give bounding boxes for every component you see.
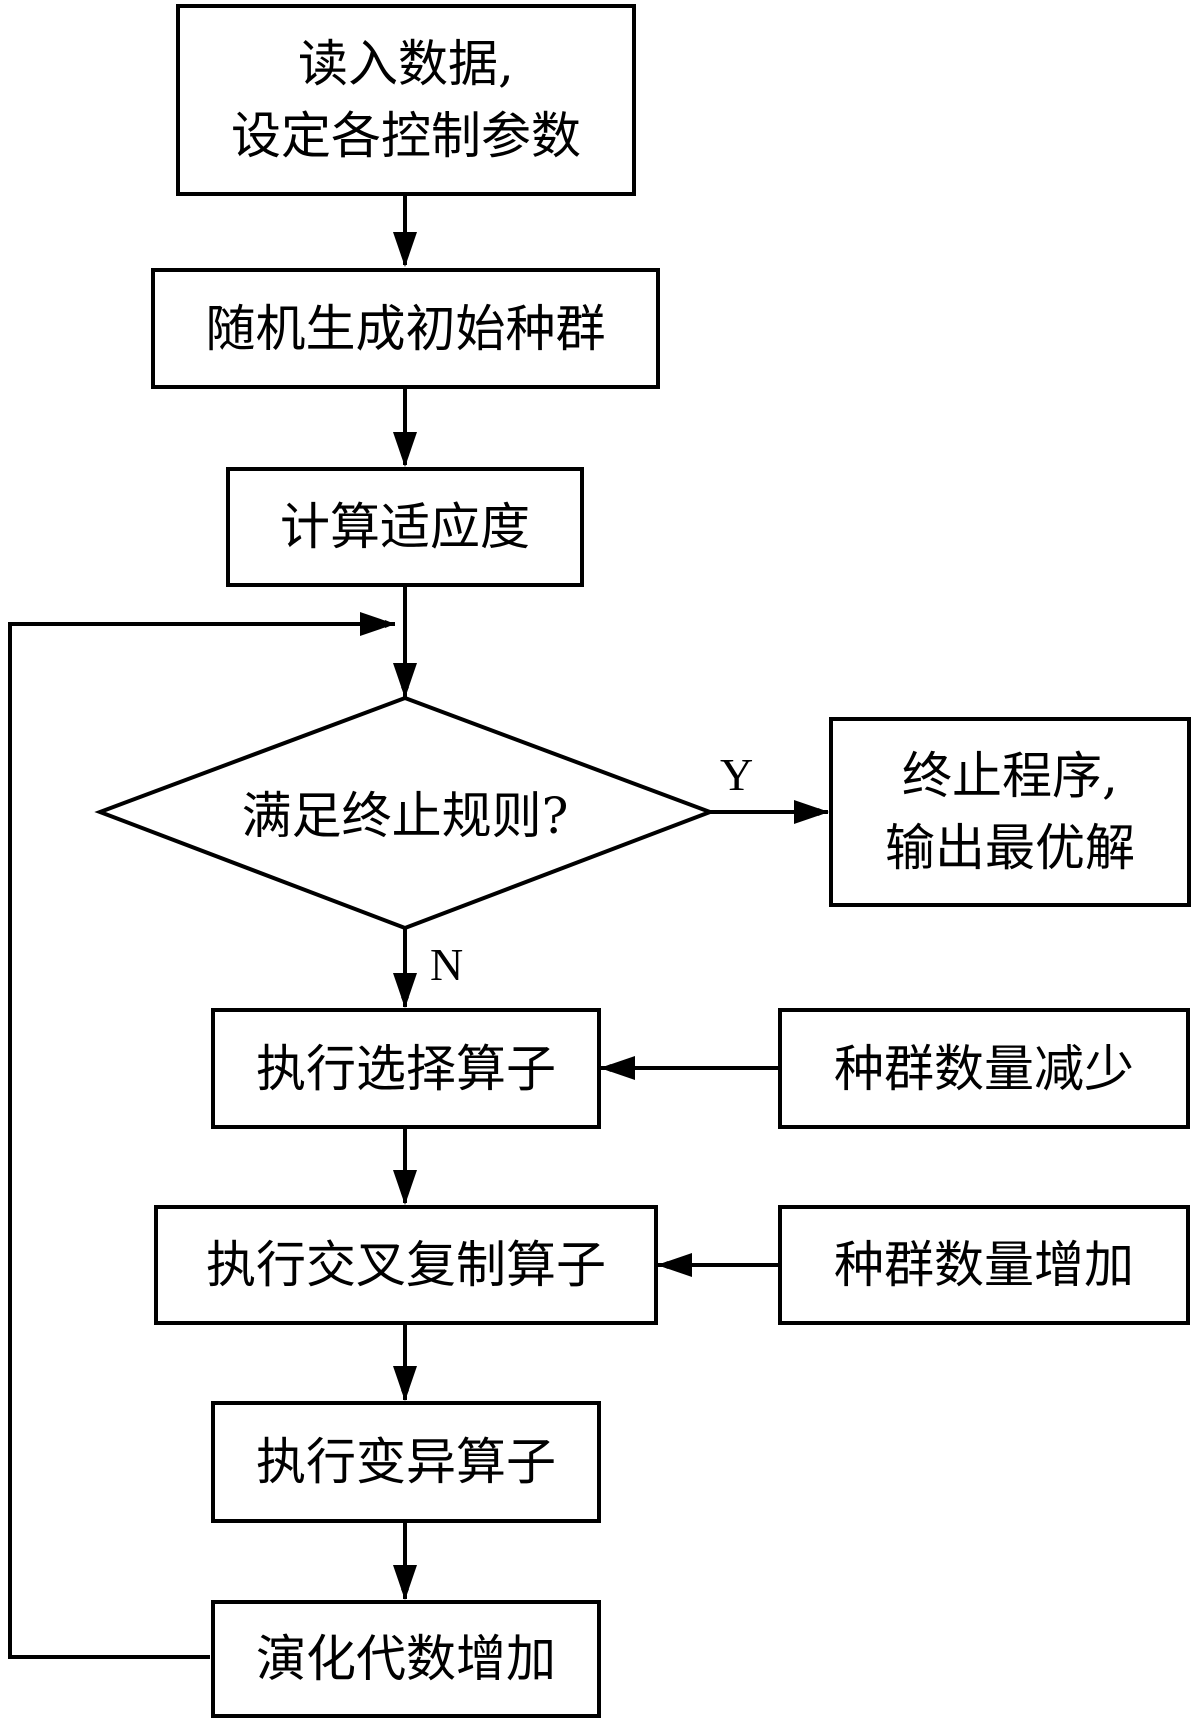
read-data-box: 读入数据, 设定各控制参数	[176, 4, 636, 196]
arrowhead-mutation-to-generation	[393, 1565, 417, 1600]
arrowhead-decision-to-selection	[393, 973, 417, 1008]
arrowhead-read-to-init	[393, 232, 417, 267]
decision-diamond	[94, 695, 716, 931]
read-data-line1: 读入数据,	[298, 35, 514, 93]
termination-check-label: 满足终止规则?	[241, 787, 569, 845]
compute-fitness-box: 计算适应度	[226, 467, 584, 587]
terminate-output-box: 终止程序, 输出最优解	[829, 717, 1191, 907]
compute-fitness-label: 计算适应度	[280, 498, 530, 556]
crossover-label: 执行交叉复制算子	[206, 1236, 606, 1294]
population-increase-label: 种群数量增加	[834, 1236, 1134, 1294]
arrowhead-increase-to-crossover	[657, 1253, 692, 1277]
arrowhead-decrease-to-selection	[600, 1056, 635, 1080]
arrowhead-init-to-fitness	[393, 432, 417, 467]
arrowhead-crossover-to-mutation	[393, 1366, 417, 1401]
mutation-box: 执行变异算子	[211, 1401, 601, 1523]
population-increase-box: 种群数量增加	[778, 1205, 1190, 1325]
population-decrease-label: 种群数量减少	[834, 1039, 1134, 1098]
init-population-box: 随机生成初始种群	[151, 268, 660, 389]
read-data-line2: 设定各控制参数	[231, 107, 581, 165]
arrowhead-selection-to-crossover	[393, 1170, 417, 1205]
arrowhead-loop-back	[360, 612, 395, 636]
init-population-label: 随机生成初始种群	[205, 299, 606, 358]
no-label: N	[430, 939, 464, 990]
terminate-output-line1: 终止程序,	[902, 747, 1118, 805]
arrowhead-decision-to-terminate	[794, 800, 829, 824]
terminate-output-line2: 输出最优解	[885, 819, 1135, 877]
crossover-box: 执行交叉复制算子	[154, 1205, 658, 1325]
selection-box: 执行选择算子	[211, 1008, 601, 1129]
generation-increment-label: 演化代数增加	[256, 1630, 556, 1688]
generation-increment-box: 演化代数增加	[211, 1600, 601, 1718]
arrowhead-fitness-to-decision	[393, 663, 417, 698]
arrowheads	[360, 232, 829, 1600]
yes-label: Y	[720, 749, 754, 800]
selection-label: 执行选择算子	[256, 1039, 556, 1098]
population-decrease-box: 种群数量减少	[778, 1008, 1190, 1129]
mutation-label: 执行变异算子	[256, 1433, 556, 1491]
loop-back-line	[8, 620, 395, 1659]
